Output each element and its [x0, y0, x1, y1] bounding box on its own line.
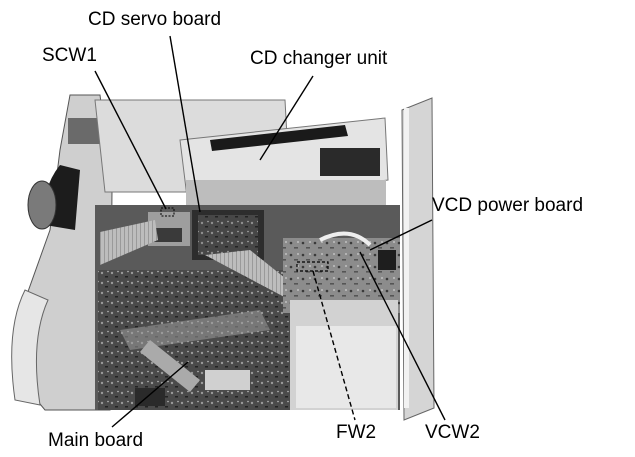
fw2-label: FW2: [336, 422, 377, 443]
leader-cd-servo: [169, 35, 201, 213]
leader-fw2: [312, 270, 356, 421]
cd-changer-unit-label: CD changer unit: [250, 48, 388, 69]
leader-main-board: [111, 361, 189, 428]
leader-vcw2: [359, 251, 446, 421]
scw1-label: SCW1: [42, 45, 97, 66]
leader-cd-changer: [259, 75, 314, 161]
leader-scw1: [94, 70, 167, 210]
fw2-highlight: [296, 261, 329, 272]
vcw2-label: VCW2: [425, 422, 480, 443]
vcd-power-board: [283, 231, 400, 410]
vcd-power-board-label: VCD power board: [432, 195, 584, 216]
leader-vcd-power: [369, 219, 433, 251]
leader-lines: [94, 35, 446, 428]
cd-servo-board-label: CD servo board: [88, 9, 222, 30]
ribbon-cables: [100, 220, 300, 392]
side-panel: [401, 97, 435, 421]
main-board: [98, 270, 293, 410]
main-board-label: Main board: [48, 430, 144, 451]
